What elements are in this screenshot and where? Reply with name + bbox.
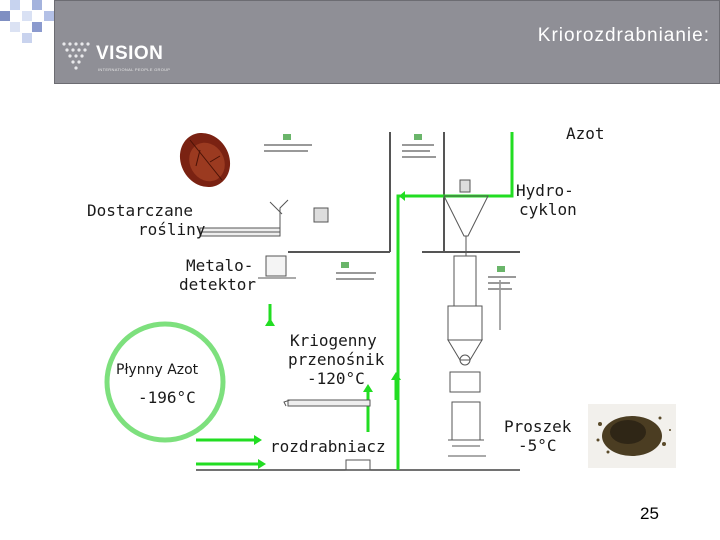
corner-square (32, 0, 42, 10)
label-rozdrabniacz: rozdrabniacz (270, 437, 386, 456)
nitrogen-tank-circle (104, 321, 226, 443)
label-przenosnik-line2: przenośnik (288, 350, 385, 369)
plant-image (179, 132, 231, 188)
page-number: 25 (640, 504, 659, 523)
corner-square (10, 0, 20, 10)
label-hydrocyklon-line2: cyklon (519, 200, 577, 219)
label-metalodetektor-line1: Metalo- (186, 256, 254, 275)
header-bar (54, 0, 720, 84)
corner-square (10, 22, 20, 32)
logo-name: VISION (96, 43, 164, 64)
corner-square (32, 22, 42, 32)
label-azot: Azot (566, 124, 605, 143)
label-dostarczane-line1: Dostarczane (87, 201, 193, 220)
powder-image (588, 404, 676, 468)
label-dostarczane-line2: rośliny (138, 220, 206, 239)
equipment-drawing (199, 179, 501, 471)
info-callouts (264, 134, 516, 290)
logo-tagline: INTERNATIONAL PEOPLE GROUP (98, 67, 171, 72)
corner-square (22, 33, 32, 43)
corner-square (22, 11, 32, 21)
pipe-arrows (254, 191, 405, 469)
label-proszek-temp: -5°C (518, 436, 557, 455)
slide-title: Kriorozdrabnianie: (537, 25, 710, 46)
label-plynny-azot: Płynny Azot (116, 362, 199, 378)
building-frame (288, 132, 520, 253)
corner-square (44, 11, 54, 21)
label-proszek-line1: Proszek (504, 417, 572, 436)
label-przenosnik-line1: Kriogenny (290, 331, 377, 350)
vision-logo-icon (62, 42, 90, 70)
label-przenosnik-temp: -120°C (307, 369, 365, 388)
label-hydrocyklon-line1: Hydro- (516, 181, 574, 200)
corner-square (0, 11, 10, 21)
label-metalodetektor-line2: detektor (179, 275, 257, 294)
label-plynny-temp: -196°C (138, 388, 196, 407)
